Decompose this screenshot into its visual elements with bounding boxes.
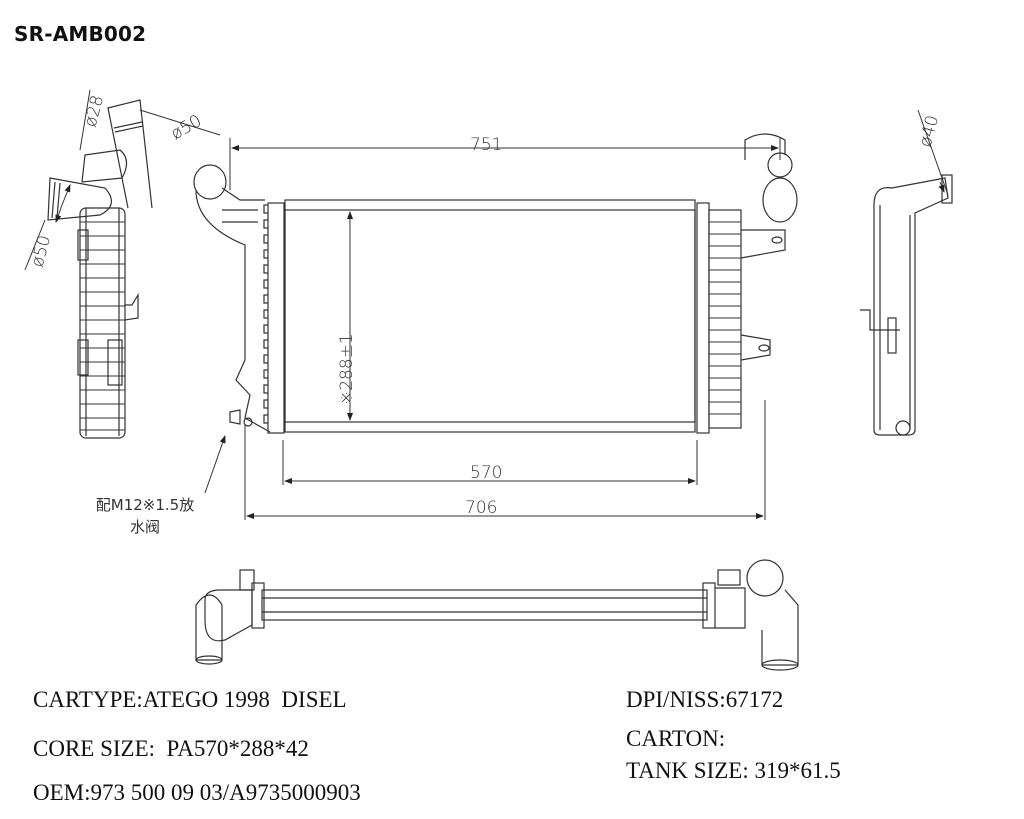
spec-cartype: CARTYPE:ATEGO 1998 DISEL (33, 687, 347, 712)
dimension-core-height: ※288±1 (337, 333, 357, 405)
right-side-view: ø40 (860, 109, 953, 436)
spec-core-size: CORE SIZE: PA570*288*42 (33, 736, 309, 761)
diameter-label-50-side: ø50 (28, 233, 56, 269)
spec-oem: OEM:973 500 09 03/A9735000903 (33, 780, 361, 805)
part-number-title: SR-AMB002 (14, 22, 147, 46)
dimension-570: 570 (470, 463, 502, 483)
dimension-706: 706 (465, 498, 497, 518)
drain-valve-note-line1: 配M12※1.5放 (95, 496, 195, 514)
left-side-view: ø28 ø50 ø50 (24, 89, 221, 439)
top-view (195, 559, 799, 671)
diameter-label-28: ø28 (81, 93, 109, 129)
drain-valve-note: 配M12※1.5放 水阀 (80, 494, 210, 538)
drain-valve-note-line2: 水阀 (129, 518, 160, 536)
spec-carton: CARTON: (626, 726, 726, 751)
dimension-751: 751 (470, 135, 502, 155)
spec-tank-size: TANK SIZE: 319*61.5 (626, 758, 841, 783)
front-view: 751 ※288±1 570 706 (193, 133, 798, 520)
diameter-label-40: ø40 (916, 113, 944, 149)
diameter-label-50-top: ø50 (168, 111, 206, 144)
spec-dpi-niss: DPI/NISS:67172 (626, 687, 784, 712)
